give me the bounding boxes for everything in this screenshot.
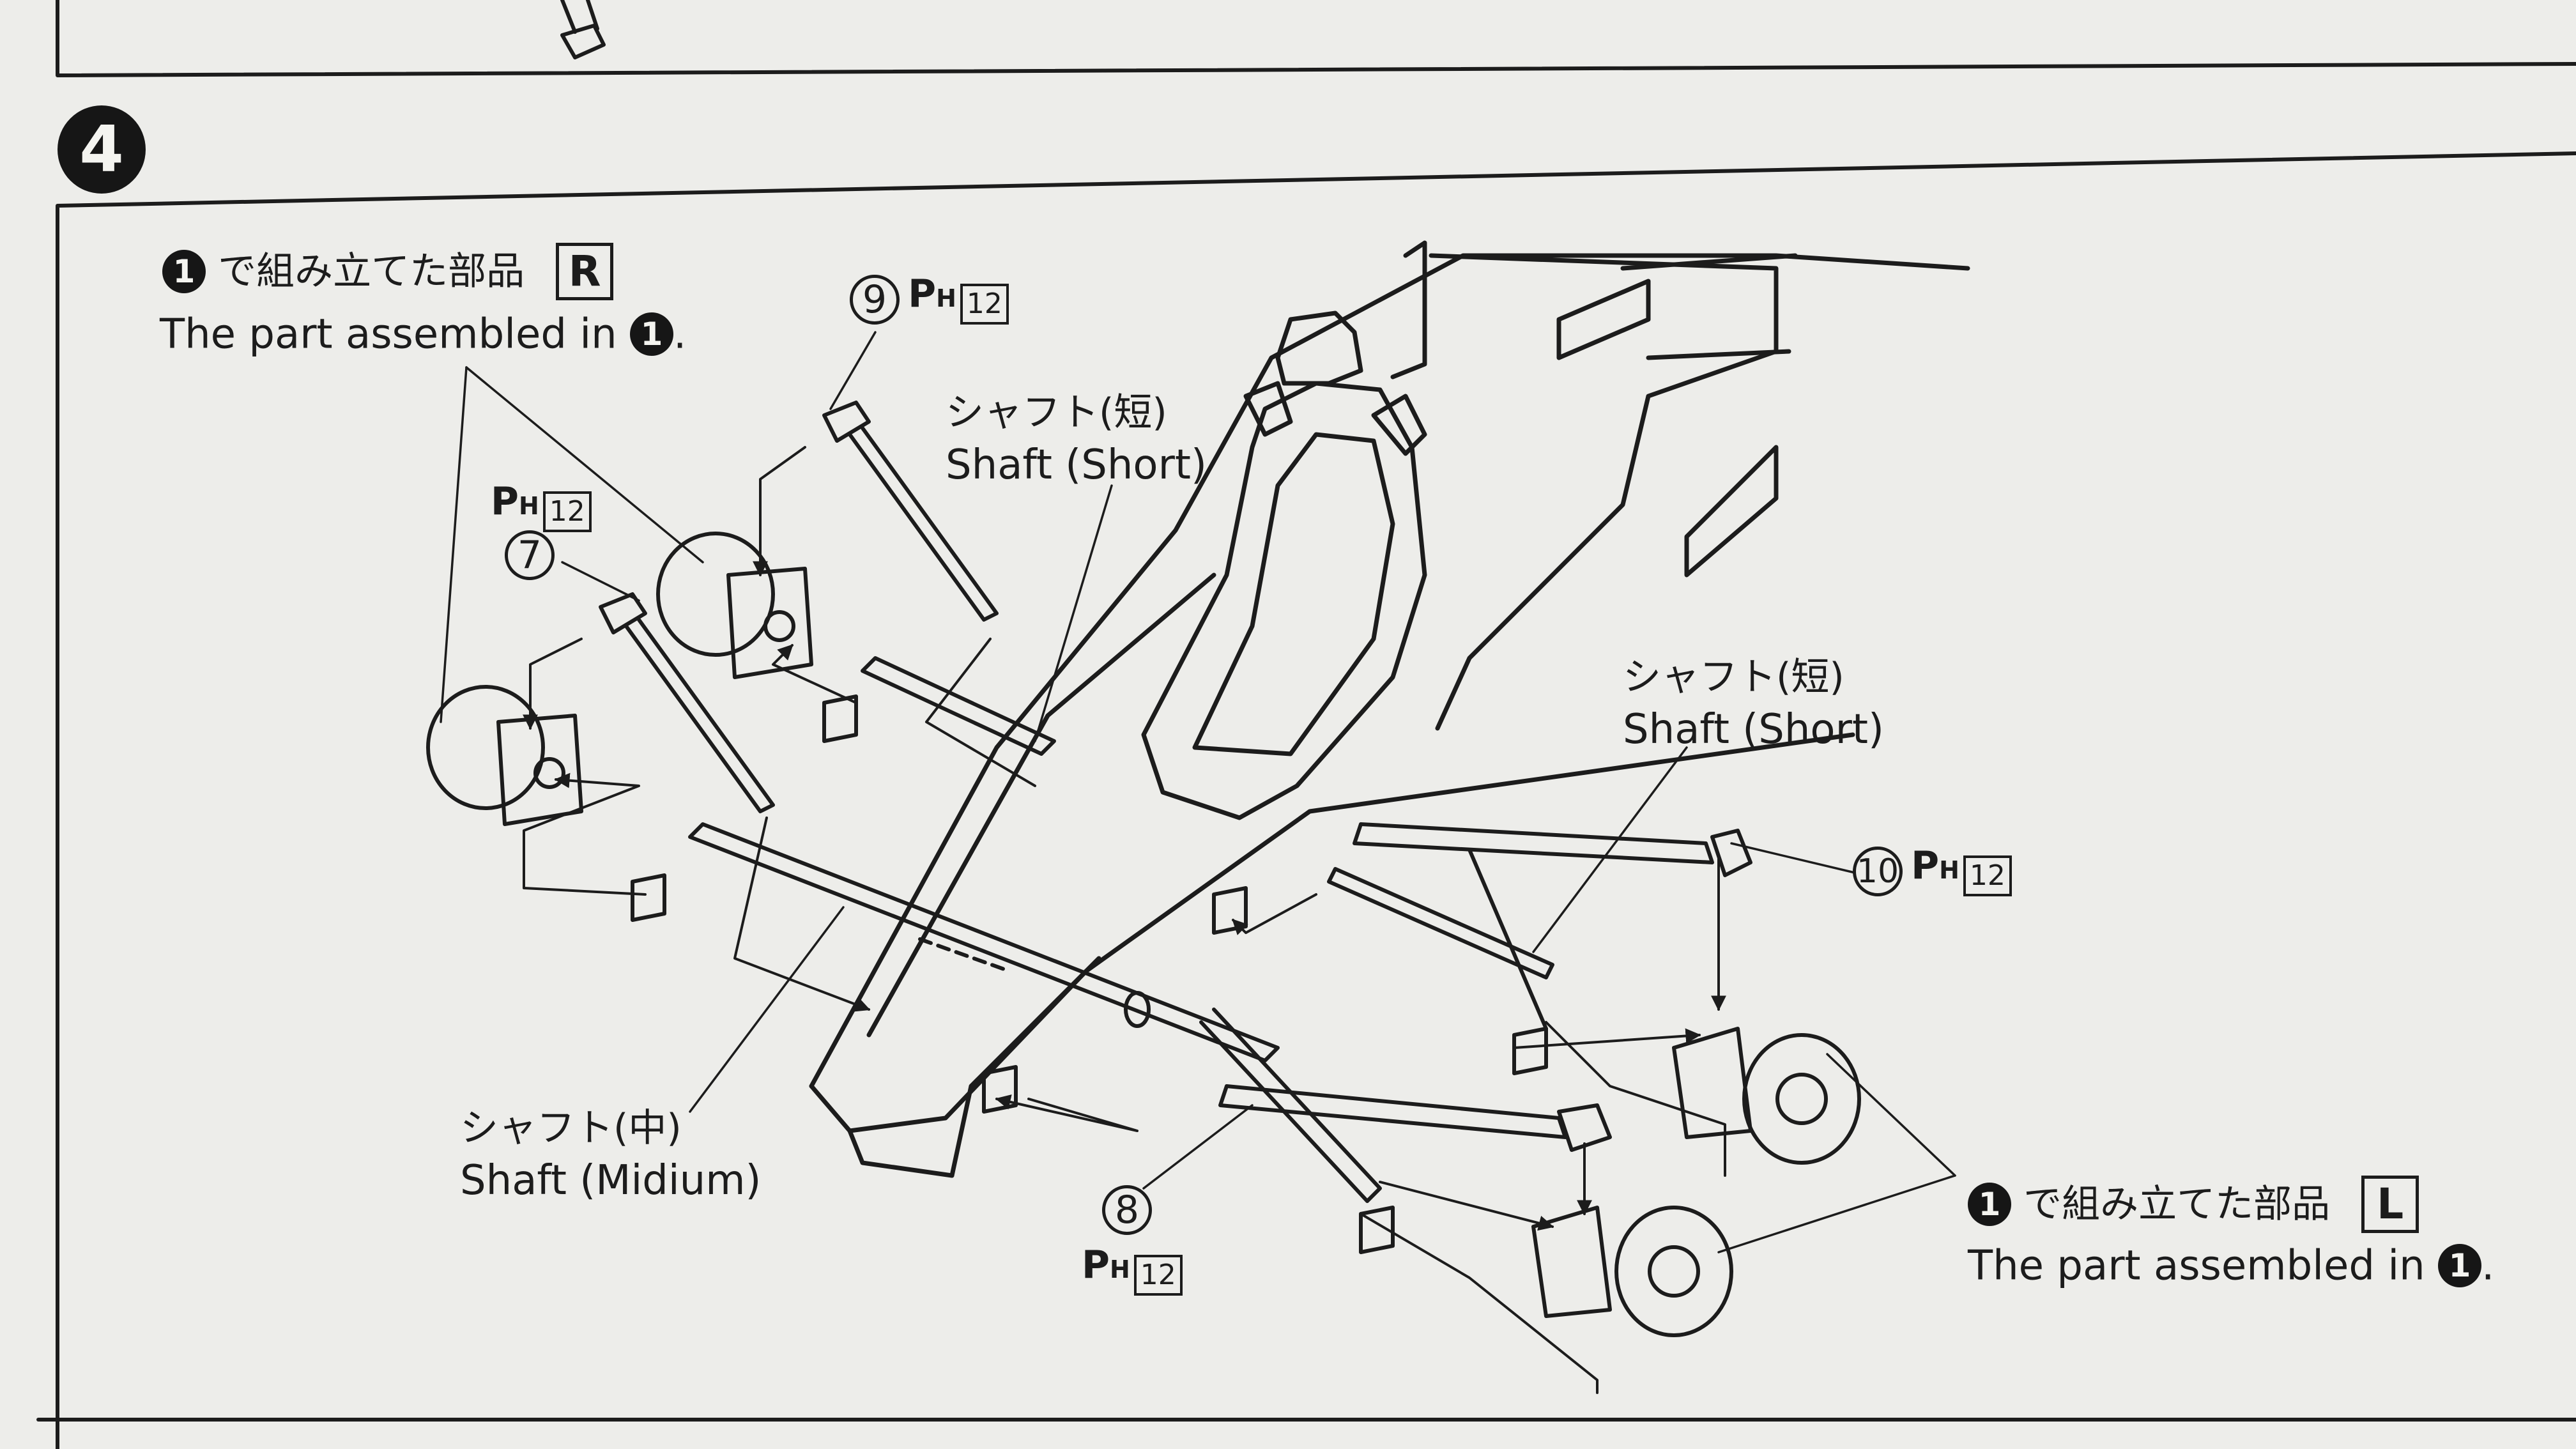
callout-ja-text: で組み立てた部品 bbox=[218, 249, 525, 294]
ref-badge: 1 bbox=[162, 250, 206, 293]
arm-part-9 bbox=[822, 401, 999, 622]
step-panel-border bbox=[56, 151, 2576, 1449]
shaft-short-right-en: Shaft (Short) bbox=[1623, 706, 1884, 753]
sprue-letter: P bbox=[908, 272, 937, 317]
shaft-medium-en: Shaft (Midium) bbox=[460, 1157, 762, 1204]
leader-lines bbox=[440, 331, 1956, 1254]
part-number: 9 bbox=[850, 275, 900, 325]
part-number: 7 bbox=[505, 530, 555, 580]
part-number: 8 bbox=[1102, 1185, 1152, 1235]
seat bbox=[1141, 310, 1427, 820]
sprue-number: 12 bbox=[1133, 1254, 1183, 1296]
sprue-sub: H bbox=[936, 284, 956, 313]
part-number-7: 7 bbox=[505, 530, 555, 580]
sprue-sub: H bbox=[1109, 1255, 1130, 1284]
arm-part-10 bbox=[1353, 822, 1752, 1031]
bracket bbox=[631, 873, 666, 922]
callout-assembled-l-ja: 1 で組み立てた部品 L bbox=[1968, 1176, 2419, 1233]
callout-assembled-r-en: The part assembled in 1. bbox=[160, 312, 686, 356]
medium-shaft bbox=[688, 822, 1280, 1062]
side-tag-r: R bbox=[556, 243, 614, 300]
ref-badge: 1 bbox=[2438, 1244, 2482, 1288]
shaft-short-left-en: Shaft (Short) bbox=[946, 441, 1207, 489]
bracket bbox=[1359, 1206, 1395, 1254]
shaft-short-right-ja: シャフト(短) bbox=[1623, 655, 1844, 700]
period: . bbox=[673, 310, 687, 358]
sprue-number: 12 bbox=[960, 283, 1009, 325]
callout-ja-text: で組み立てた部品 bbox=[2023, 1182, 2331, 1227]
upright-r-upper bbox=[656, 532, 813, 679]
upright-r-lower bbox=[426, 685, 583, 826]
sprue-letter: P bbox=[1082, 1243, 1110, 1287]
callout-en-text: The part assembled in bbox=[160, 310, 617, 358]
bracket bbox=[1512, 1027, 1548, 1075]
sprue-letter: P bbox=[491, 479, 519, 524]
callout-assembled-r-ja: 1 で組み立てた部品 R bbox=[162, 243, 614, 300]
arm-part-7 bbox=[599, 592, 775, 813]
previous-step-border bbox=[56, 0, 2576, 77]
upright-l-lower bbox=[1531, 1206, 1733, 1337]
sprue-number: 12 bbox=[542, 491, 592, 532]
sprue-sub: H bbox=[518, 492, 539, 520]
left-short-shaft bbox=[861, 656, 1056, 756]
step-number: 4 bbox=[57, 105, 146, 194]
sprue-sub: H bbox=[1939, 856, 1959, 885]
side-tag-l: L bbox=[2361, 1176, 2419, 1233]
ref-badge: 1 bbox=[630, 312, 674, 356]
sprue-letter: P bbox=[1911, 843, 1940, 889]
ref-badge: 1 bbox=[1968, 1183, 2011, 1226]
bracket bbox=[822, 694, 858, 743]
step-number-badge: 4 bbox=[57, 105, 146, 194]
previous-step-part bbox=[560, 0, 606, 59]
chassis-frame bbox=[809, 240, 1970, 1178]
callout-assembled-l-en: The part assembled in 1. bbox=[1968, 1242, 2495, 1290]
shaft-medium-ja: シャフト(中) bbox=[460, 1106, 682, 1151]
guide-lines bbox=[523, 446, 1726, 1394]
part-number-8: 8 bbox=[1102, 1185, 1152, 1235]
bracket bbox=[1212, 886, 1248, 935]
callout-en-text: The part assembled in bbox=[1968, 1242, 2425, 1290]
arm-part-8 bbox=[1199, 1008, 1612, 1203]
sprue-number: 12 bbox=[1963, 855, 2012, 896]
upright-l-upper bbox=[1672, 1027, 1861, 1165]
shaft-short-left-ja: シャフト(短) bbox=[946, 390, 1167, 435]
period: . bbox=[2481, 1242, 2495, 1290]
bracket bbox=[982, 1065, 1018, 1114]
part-number: 10 bbox=[1853, 847, 1903, 896]
right-short-shaft bbox=[1327, 867, 1554, 979]
